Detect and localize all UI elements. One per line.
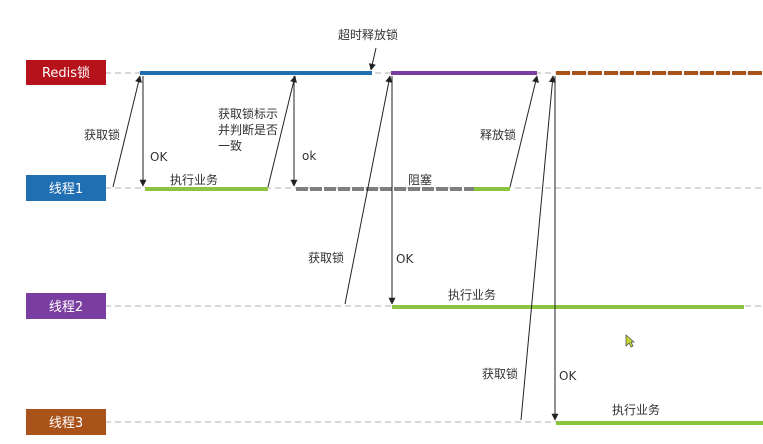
thread1-acquire-label: 获取锁: [84, 127, 120, 142]
check-label-line1: 获取锁标示: [218, 106, 278, 121]
timeout-release-label: 超时释放锁: [338, 27, 398, 42]
thread3-label-text: 线程3: [49, 416, 83, 431]
thread3-lane-label: 线程3: [26, 409, 106, 435]
thread1-lane-label: 线程1: [26, 175, 106, 201]
thread2-label-text: 线程2: [49, 300, 83, 315]
check-ok-label: ok: [302, 149, 316, 163]
timeout-release-arrow: [368, 47, 377, 71]
mouse-cursor-icon: [625, 334, 635, 348]
thread2-acquire-label: 获取锁: [308, 250, 344, 265]
thread3-acquire-arrow: [520, 75, 556, 421]
redis-lane-label: Redis锁: [26, 60, 106, 85]
thread1-label-box: [26, 175, 106, 201]
thread1-check-arrow: [267, 75, 297, 188]
thread3-work-label: 执行业务: [612, 402, 660, 417]
thread2-label-box: [26, 293, 106, 319]
check-label-line3: 一致: [218, 139, 242, 153]
redis-label-box: [26, 60, 106, 85]
check-label-line2: 并判断是否: [218, 122, 278, 137]
thread2-work-label: 执行业务: [448, 287, 496, 302]
thread1-acquire-arrow: [112, 75, 142, 188]
thread2-lane-label: 线程2: [26, 293, 106, 319]
redis-label-text: Redis锁: [42, 65, 90, 81]
thread2-acquire-arrow: [344, 75, 393, 305]
thread3-ok-label: OK: [559, 369, 577, 383]
thread1-work-label: 执行业务: [170, 172, 218, 187]
thread3-acquire-label: 获取锁: [482, 366, 518, 381]
thread1-release-arrow: [509, 75, 539, 188]
thread1-label-text: 线程1: [49, 182, 83, 197]
thread3-label-box: [26, 409, 106, 435]
release-label: 释放锁: [480, 127, 516, 142]
thread2-ok-label: OK: [396, 252, 414, 266]
blocked-label: 阻塞: [408, 172, 432, 187]
thread1-ok-label: OK: [150, 150, 168, 164]
